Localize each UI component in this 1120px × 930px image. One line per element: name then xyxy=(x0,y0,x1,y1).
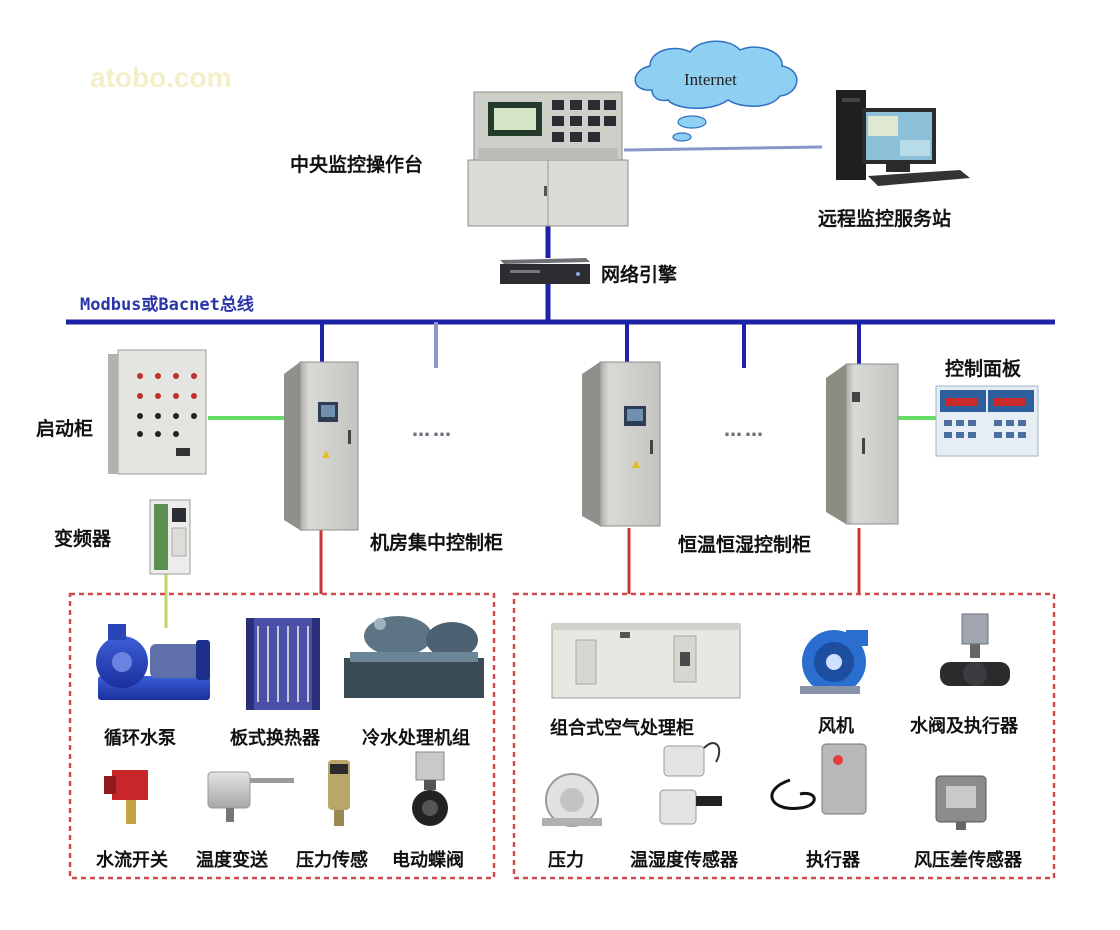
control-panel-cabinet-illustration xyxy=(826,363,899,525)
control-panel-illustration xyxy=(935,385,1039,457)
central-console-illustration xyxy=(467,91,629,227)
pressure-sensor-illustration xyxy=(328,760,350,826)
left-item-label: 温度变送 xyxy=(196,850,268,871)
temp-humidity-sensor-illustration xyxy=(659,742,722,825)
start-cabinet-label: 启动柜 xyxy=(36,418,94,440)
plate-heat-exchanger-illustration xyxy=(246,618,320,710)
right-item-label: 风机 xyxy=(818,716,854,737)
left-item-label: 冷水处理机组 xyxy=(362,728,470,749)
network-engine-illustration xyxy=(500,258,590,284)
remote-link xyxy=(623,145,823,152)
inverter-label: 变频器 xyxy=(54,528,112,550)
fan-illustration xyxy=(800,630,868,694)
watermark: atobo.com xyxy=(90,62,232,93)
network-engine-label: 网络引擎 xyxy=(601,264,678,286)
right-item-label: 执行器 xyxy=(806,850,860,871)
internet-label: Internet xyxy=(684,70,737,89)
electric-butterfly-valve-illustration xyxy=(412,751,448,826)
ellipsis-right: …… xyxy=(724,420,766,441)
right-item-label: 温湿度传感器 xyxy=(630,850,738,871)
remote-computer-illustration xyxy=(836,90,970,186)
constant-temp-cabinet-illustration xyxy=(582,361,661,527)
left-item-label: 水流开关 xyxy=(96,850,168,871)
control-panel-label: 控制面板 xyxy=(945,358,1022,380)
internet-cloud-illustration xyxy=(634,40,798,142)
ellipsis-left: …… xyxy=(412,420,454,441)
central-console-label: 中央监控操作台 xyxy=(290,154,424,176)
constant-temp-cabinet-label: 恒温恒湿控制柜 xyxy=(678,534,812,556)
pressure-switch-illustration xyxy=(542,773,602,827)
left-item-label: 电动蝶阀 xyxy=(392,850,464,871)
left-group-border xyxy=(68,592,496,880)
right-item-label: 压力 xyxy=(548,850,584,871)
temperature-transmitter-illustration xyxy=(207,771,294,822)
left-item-label: 板式换热器 xyxy=(230,728,320,749)
actuator-illustration xyxy=(770,743,867,815)
right-group-border xyxy=(512,592,1056,880)
remote-server-label: 远程监控服务站 xyxy=(818,208,952,230)
start-cabinet-illustration xyxy=(108,349,207,475)
air-handling-unit-illustration xyxy=(551,623,741,699)
chiller-unit-illustration xyxy=(344,616,484,698)
right-item-label: 组合式空气处理柜 xyxy=(550,718,694,739)
right-item-label: 风压差传感器 xyxy=(914,850,1022,871)
air-pressure-diff-sensor-illustration xyxy=(935,775,987,830)
inverter-illustration xyxy=(149,499,191,575)
bus-label: Modbus或Bacnet总线 xyxy=(80,295,254,315)
right-item-label: 水阀及执行器 xyxy=(910,716,1018,737)
water-flow-switch-illustration xyxy=(104,770,148,824)
left-item-label: 循环水泵 xyxy=(104,728,176,749)
left-item-label: 压力传感 xyxy=(296,850,368,871)
machine-room-cabinet-illustration xyxy=(284,361,359,531)
circulating-pump-illustration xyxy=(96,624,210,700)
machine-room-cabinet-label: 机房集中控制柜 xyxy=(370,532,504,554)
water-valve-actuator-illustration xyxy=(940,613,1010,686)
